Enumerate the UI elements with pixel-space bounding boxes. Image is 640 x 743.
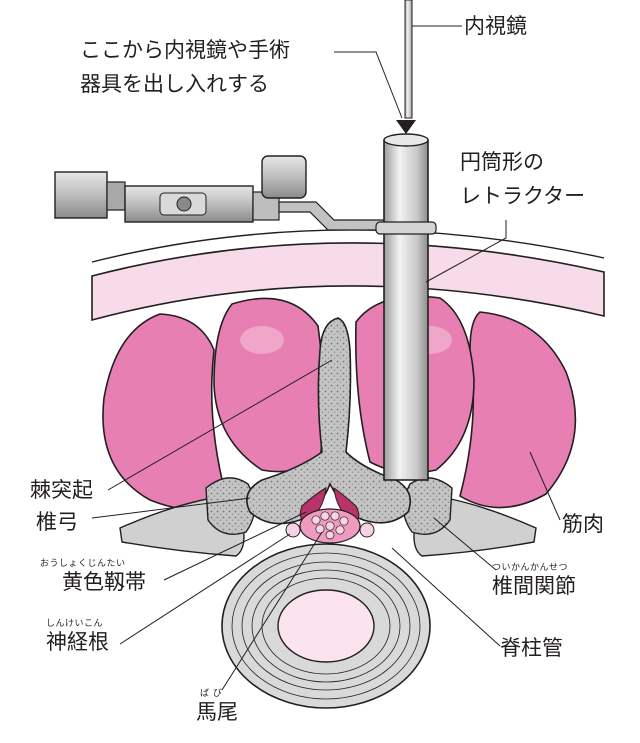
holder-grip <box>54 171 108 219</box>
muscle-left-outer <box>102 313 227 510</box>
leader-retractor <box>425 220 507 283</box>
label-cauda-equina: 馬尾 <box>196 700 238 724</box>
cauda-equina-fibers <box>311 511 349 540</box>
ruby-nerve-root: しんけいこん <box>46 619 104 629</box>
vertebral-body-center <box>277 589 375 663</box>
leader-canal <box>391 547 501 647</box>
vertebral-ring <box>241 561 411 691</box>
facet-joint-right <box>402 477 453 535</box>
holder-knob <box>261 155 307 199</box>
leader-lamina <box>91 497 251 519</box>
muscle-left-inner <box>213 297 325 473</box>
vertebral-ring <box>231 552 421 700</box>
endoscope-rod <box>404 0 413 119</box>
leader-cauda <box>221 531 323 691</box>
label-insert-line2: 器具を出し入れする <box>80 72 269 96</box>
ligamentum-flavum-right <box>333 486 360 521</box>
insertion-arrow <box>396 120 416 134</box>
instrument-holder <box>54 155 385 231</box>
retractor-collar <box>375 221 437 235</box>
ruby-facet-joint: ついかんかんせつ <box>492 563 569 573</box>
leader-insert <box>334 51 403 119</box>
leader-facet <box>433 517 497 571</box>
label-endoscope: 内視鏡 <box>464 14 527 38</box>
label-spinous-process: 棘突起 <box>30 478 93 502</box>
label-insert-line1: ここから内視鏡や手術 <box>80 38 290 62</box>
label-spinal-canal: 脊柱管 <box>500 636 563 660</box>
leader-lines <box>91 25 561 691</box>
holder-neck <box>106 181 126 211</box>
retractor-top-rim <box>383 133 429 147</box>
leader-muscle <box>529 451 561 521</box>
ligamentum-flavum-left <box>299 487 327 521</box>
holder-arm-link <box>278 201 385 231</box>
vertebral-ring <box>251 569 401 683</box>
ruby-cauda-equina: ば び <box>200 689 223 699</box>
label-facet-joint: 椎間関節 <box>492 574 576 598</box>
label-retractor-line2: レトラクター <box>460 184 586 208</box>
leader-spinous <box>107 359 333 491</box>
leader-nerve-root <box>119 533 291 645</box>
label-retractor-line1: 円筒形の <box>460 150 544 174</box>
spinous-process-and-lamina <box>246 317 412 525</box>
cylindrical-retractor <box>383 139 429 481</box>
muscle-right-outer <box>459 311 577 509</box>
muscle-highlight <box>240 326 284 354</box>
label-lamina: 椎弓 <box>36 510 78 534</box>
nerve-root-right <box>359 522 375 538</box>
label-nerve-root: 神経根 <box>46 630 109 654</box>
skin-band <box>91 242 605 322</box>
nerve-root-left <box>285 522 301 538</box>
label-ligamentum-flavum: 黄色靱帯 <box>62 570 146 594</box>
holder-knob-screw <box>176 196 192 212</box>
leader-ligamentum <box>163 511 307 581</box>
label-muscle: 筋肉 <box>562 512 604 536</box>
ruby-ligamentum-flavum: おうしょくじんたい <box>40 559 126 569</box>
